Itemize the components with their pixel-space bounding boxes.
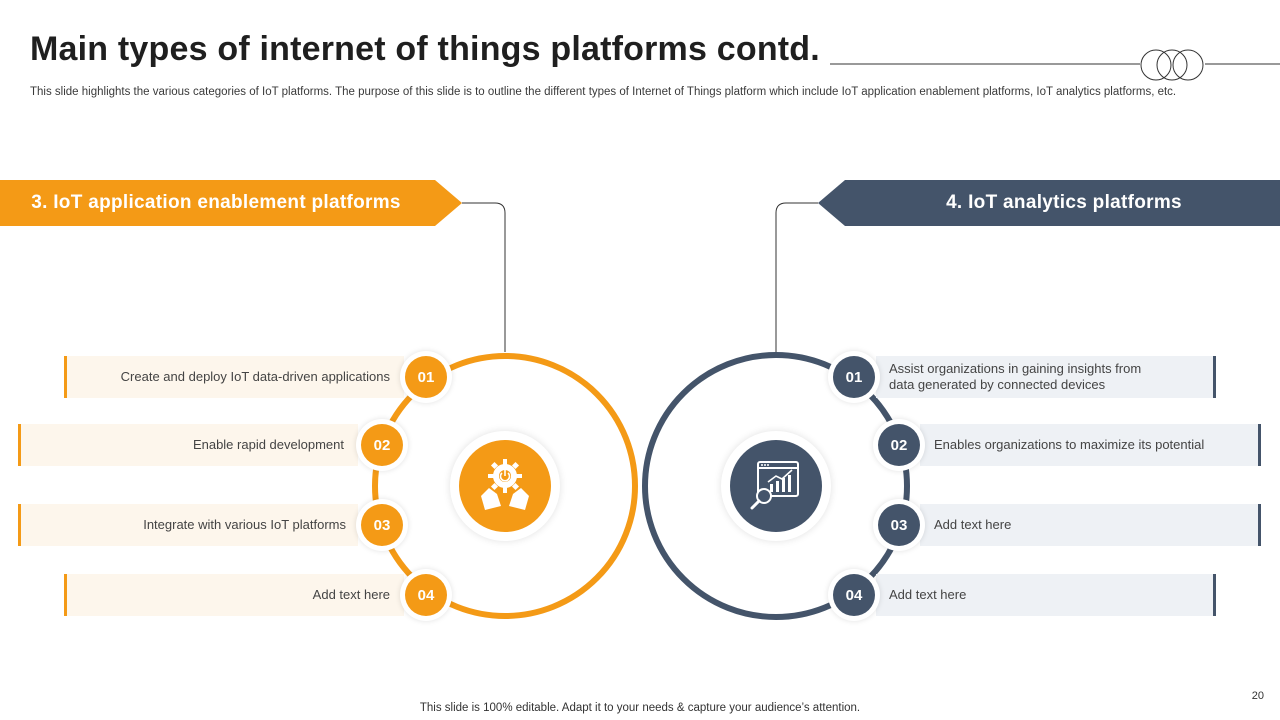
- left-heading-banner: 3. IoT application enablement platforms: [0, 180, 462, 226]
- left-badge-1-number: 01: [405, 356, 447, 398]
- left-item-3-text: Integrate with various IoT platforms: [143, 517, 346, 532]
- right-badge-4: 04: [828, 569, 880, 621]
- left-item-4: Add text here: [64, 574, 404, 616]
- left-item-4-text: Add text here: [312, 587, 390, 602]
- left-badge-2-number: 02: [361, 424, 403, 466]
- right-item-3-text: Add text here: [934, 517, 1012, 532]
- right-item-4: Add text here: [876, 574, 1216, 616]
- left-hub: [450, 431, 560, 541]
- right-heading: 4. IoT analytics platforms: [946, 192, 1182, 213]
- gear-hands-icon: [459, 440, 551, 532]
- right-badge-2-number: 02: [878, 424, 920, 466]
- page-number: 20: [1251, 690, 1264, 702]
- right-heading-banner: 4. IoT analytics platforms: [818, 180, 1280, 226]
- right-item-2-text: Enables organizations to maximize its po…: [934, 437, 1205, 452]
- left-badge-4: 04: [400, 569, 452, 621]
- left-item-2-text: Enable rapid development: [192, 437, 344, 452]
- right-item-1: Assist organizations in gaining insights…: [876, 356, 1216, 398]
- page-title: Main types of internet of things platfor…: [30, 30, 820, 68]
- footer-note: This slide is 100% editable. Adapt it to…: [419, 702, 861, 714]
- analytics-magnifier-icon: [730, 440, 822, 532]
- left-badge-3-number: 03: [361, 504, 403, 546]
- left-badge-2: 02: [356, 419, 408, 471]
- left-badge-4-number: 04: [405, 574, 447, 616]
- right-hub: [721, 431, 831, 541]
- right-ring: [642, 352, 910, 620]
- right-item-2: Enables organizations to maximize its po…: [920, 424, 1261, 466]
- left-item-3: Integrate with various IoT platforms: [18, 504, 358, 546]
- right-badge-4-number: 04: [833, 574, 875, 616]
- right-badge-1: 01: [828, 351, 880, 403]
- right-badge-2: 02: [873, 419, 925, 471]
- left-item-2: Enable rapid development: [18, 424, 358, 466]
- left-item-1: Create and deploy IoT data-driven applic…: [64, 356, 404, 398]
- left-ring: [372, 353, 638, 619]
- right-badge-3: 03: [873, 499, 925, 551]
- left-badge-1: 01: [400, 351, 452, 403]
- left-heading: 3. IoT application enablement platforms: [31, 192, 401, 213]
- right-badge-1-number: 01: [833, 356, 875, 398]
- right-item-3: Add text here: [920, 504, 1261, 546]
- page-subtitle: This slide highlights the various catego…: [30, 86, 1177, 98]
- right-item-1-text: Assist organizations in gaining insights…: [889, 361, 1142, 392]
- left-badge-3: 03: [356, 499, 408, 551]
- right-badge-3-number: 03: [878, 504, 920, 546]
- left-item-1-text: Create and deploy IoT data-driven applic…: [120, 369, 390, 384]
- right-item-4-text: Add text here: [889, 587, 967, 602]
